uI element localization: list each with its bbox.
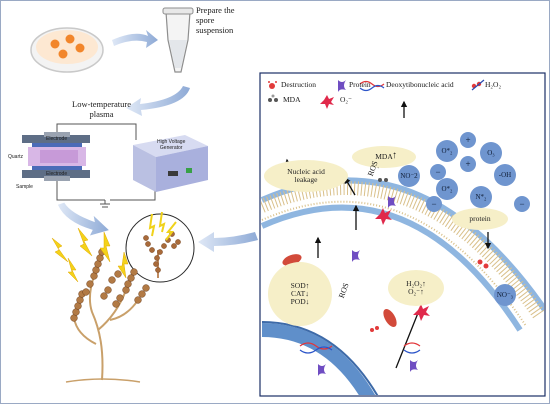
ion-o2-excited-b: O*₂ bbox=[436, 178, 458, 200]
mda-icon bbox=[268, 94, 278, 102]
ion-plus-b: + bbox=[460, 156, 476, 172]
zoom-circle bbox=[125, 211, 195, 283]
legend-dna: Deoxytibonucleic acid bbox=[386, 80, 454, 89]
sample-label: Sample bbox=[16, 184, 33, 190]
legend-protein: Protein bbox=[349, 80, 371, 89]
mda-up-ellipse: MDA bbox=[352, 146, 416, 168]
nucleic-leakage-ellipse: Nucleic acid leakage bbox=[264, 160, 348, 192]
protein-leak-ellipse: protein bbox=[452, 208, 508, 230]
ion-minus-c: − bbox=[514, 196, 530, 212]
ion-o3: O₃ bbox=[480, 142, 502, 164]
quartz-label: Quartz bbox=[8, 154, 24, 160]
ion-minus-b: − bbox=[426, 196, 442, 212]
ion-minus-a: − bbox=[430, 164, 446, 180]
legend-destruction: Destruction bbox=[281, 80, 316, 89]
mda-up-label: MDA bbox=[375, 151, 393, 161]
superoxide-icon bbox=[320, 95, 334, 109]
dna-icon bbox=[359, 80, 385, 92]
cell-panel bbox=[259, 72, 546, 397]
electrode-bottom-label: Electrode bbox=[46, 171, 68, 177]
destruction-icon bbox=[268, 81, 277, 89]
ion-no2: NO⁻2 bbox=[398, 165, 420, 187]
nucleic-leakage-label: Nucleic acid leakage bbox=[287, 166, 325, 184]
enzymes-label: SOD↑ CAT↓ POD↓ bbox=[290, 280, 310, 307]
h2o2-icon bbox=[471, 79, 485, 91]
ion-oh: -OH bbox=[494, 164, 516, 186]
arrow-tube-to-plasma bbox=[126, 86, 190, 116]
step-prepare-spore: Prepare the spore suspension bbox=[196, 5, 235, 35]
step-low-temp-plasma: Low-temperature plasma bbox=[72, 99, 131, 119]
electrode-top-label: Electrode bbox=[46, 136, 68, 142]
arrow-to-mycelium bbox=[57, 202, 109, 236]
legend-mda: MDA bbox=[283, 95, 301, 104]
plasma-device bbox=[22, 123, 156, 208]
arrow-dish-to-tube bbox=[112, 30, 158, 48]
h2o2-o2-label: H₂O₂↑ O₂⁻↑ bbox=[406, 278, 426, 296]
legend-h2o2: H₂O₂ bbox=[485, 80, 502, 89]
enzymes-ellipse: SOD↑ CAT↓ POD↓ bbox=[268, 262, 332, 326]
ion-plus-a: + bbox=[460, 132, 476, 148]
centrifuge-tube bbox=[162, 7, 194, 73]
legend-icons bbox=[268, 79, 485, 109]
protein-icon bbox=[338, 80, 346, 92]
h2o2-o2-ellipse: H₂O₂↑ O₂⁻↑ bbox=[388, 270, 444, 306]
ion-no3: NO⁻₃ bbox=[494, 284, 516, 306]
mycelium bbox=[51, 227, 150, 383]
hv-generator-label: High Voltage Generator bbox=[157, 139, 186, 151]
mda-up-arrow: ↑ bbox=[392, 150, 397, 161]
ion-n2-excited: N*₂ bbox=[470, 186, 492, 208]
arrow-panel-to-zoom bbox=[198, 232, 258, 252]
petri-dish bbox=[30, 27, 104, 73]
protein-leak-label: protein bbox=[469, 213, 491, 223]
ion-o2-excited-a: O*₂ bbox=[436, 140, 458, 162]
legend-superoxide: O₂⁻ bbox=[340, 95, 352, 104]
hv-generator bbox=[133, 135, 208, 192]
